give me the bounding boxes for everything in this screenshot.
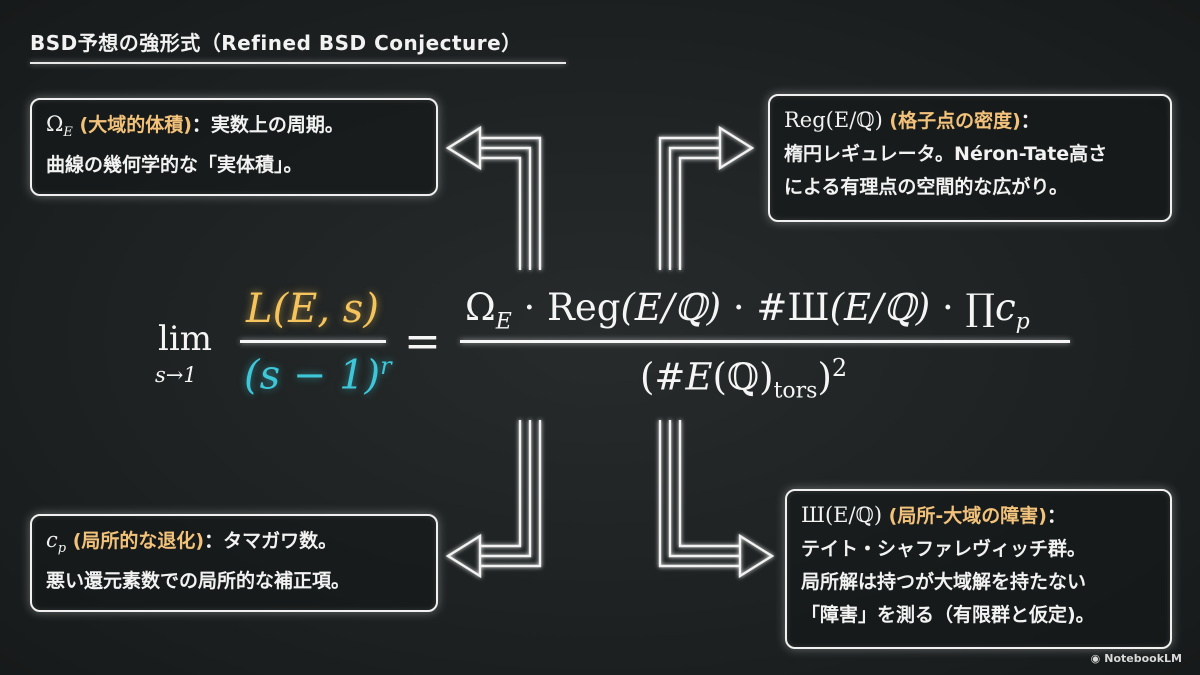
- omega-symbol: ΩE: [46, 112, 73, 141]
- tamagawa-explanation-box: cp (局所的な退化)：タマガワ数。 悪い還元素数での局所的な補正項。: [30, 514, 438, 612]
- omega-explanation-box: ΩE (大域的体積)：実数上の周期。 曲線の幾何学的な「実体積」。: [30, 98, 438, 196]
- lhs-denominator: (s − 1)r: [244, 352, 392, 399]
- omega-line-1: ΩE (大域的体積)：実数上の周期。: [46, 108, 422, 149]
- arrow-to-cp: [445, 420, 542, 579]
- regulator-explanation-box: Reg(E/ℚ) (格子点の密度)： 楕円レギュレータ。Néron-Tate高さ…: [768, 94, 1172, 222]
- sha-line-3: 局所解は持つが大域解を持たない: [801, 571, 1087, 593]
- title-underline: [30, 62, 566, 64]
- reg-line-2: 楕円レギュレータ。Néron-Tate高さ: [784, 143, 1108, 165]
- limit-subscript: s→1: [155, 363, 197, 387]
- cp-heading: (局所的な退化): [72, 530, 205, 552]
- cp-symbol: cp: [46, 528, 67, 557]
- omega-line-1-text: ：実数上の周期。: [191, 114, 344, 136]
- sha-line-1: Ш(E/ℚ) (局所-大域の障害)：: [801, 499, 1156, 533]
- reg-line-1: Reg(E/ℚ) (格子点の密度)：: [784, 104, 1156, 138]
- sha-symbol: Ш(E/ℚ): [801, 503, 883, 527]
- cp-line-2: 悪い還元素数での局所的な補正項。: [46, 570, 351, 593]
- page-title: BSD予想の強形式（Refined BSD Conjecture）: [30, 31, 522, 55]
- lhs-fraction-bar: [240, 340, 386, 343]
- sha-line-4: 「障害」を測る（有限群と仮定)。: [801, 604, 1095, 626]
- logo-text: NotebookLM: [1104, 652, 1182, 665]
- sha-explanation-box: Ш(E/ℚ) (局所-大域の障害)： テイト・シャファレヴィッチ群。 局所解は持…: [785, 489, 1172, 649]
- omega-heading: (大域的体積): [79, 114, 192, 136]
- sha-line-2: テイト・シャファレヴィッチ群。: [801, 538, 1087, 560]
- rhs-numerator: ΩE · Reg(E/ℚ) · #Ш(E/ℚ) · ∏cp: [465, 286, 1030, 335]
- sha-line-1-text: ：: [1046, 505, 1066, 527]
- cp-line-1-text: ：タマガワ数。: [204, 530, 338, 552]
- notebooklm-icon: ◉: [1090, 652, 1101, 665]
- equals-sign: =: [404, 316, 441, 367]
- notebooklm-logo: ◉NotebookLM: [1091, 652, 1186, 665]
- sha-heading: (局所-大域の障害): [888, 505, 1047, 527]
- rhs-denominator: (#E(ℚ)tors)2: [640, 354, 848, 404]
- reg-line-3: による有理点の空間的な広がり。: [784, 176, 1069, 198]
- arrow-to-sha: [658, 420, 775, 579]
- reg-heading: (格子点の密度): [889, 110, 1021, 132]
- omega-line-2: 曲線の幾何学的な「実体積」。: [46, 154, 303, 177]
- cp-line-1: cp (局所的な退化)：タマガワ数。: [46, 524, 422, 565]
- limit-operator: lim: [158, 319, 212, 359]
- arrow-to-omega: [445, 125, 542, 270]
- rhs-fraction-bar: [460, 340, 1070, 343]
- reg-line-1-text: ：: [1020, 110, 1040, 132]
- arrow-to-reg: [658, 125, 755, 270]
- l-function-numerator: L(E, s): [246, 286, 379, 332]
- reg-symbol: Reg(E/ℚ): [784, 108, 883, 132]
